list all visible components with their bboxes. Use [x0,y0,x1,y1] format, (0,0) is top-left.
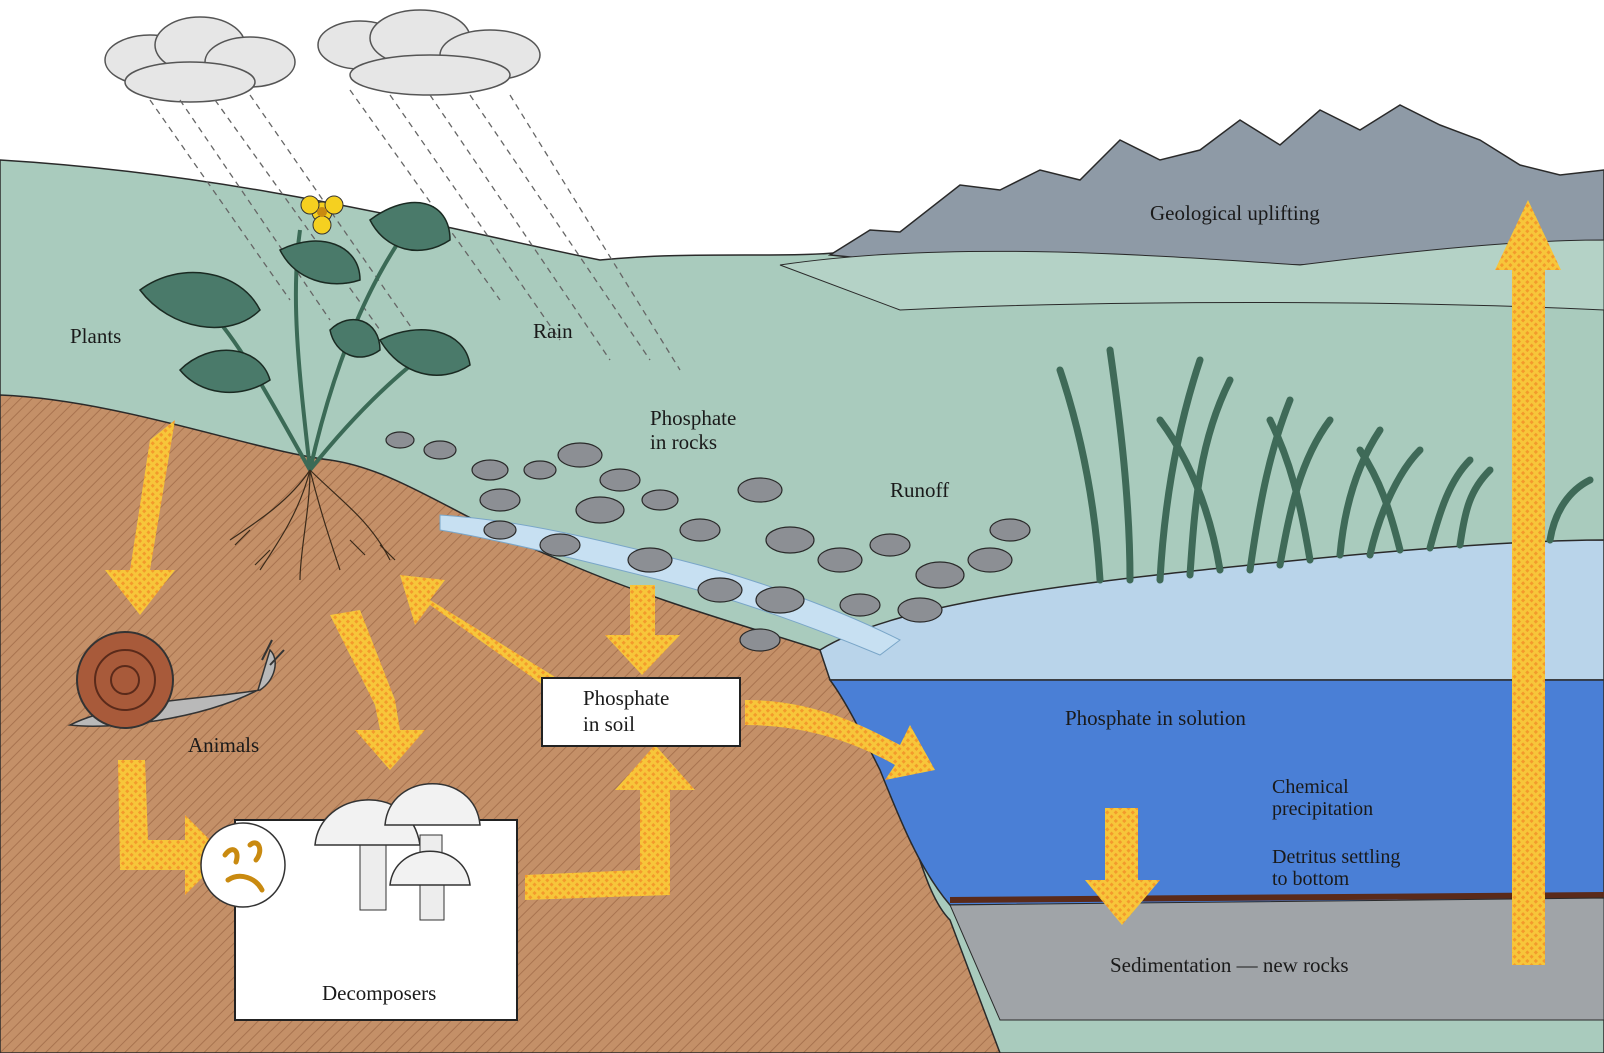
worms-icon [201,823,285,907]
label-phosphate-in-solution: Phosphate in solution [1065,706,1246,730]
cloud-left-icon [105,17,295,102]
label-decomposers: Decomposers [322,981,436,1005]
mountains [830,105,1604,265]
label-rain: Rain [533,319,573,343]
label-sedimentation: Sedimentation — new rocks [1110,953,1349,977]
label-geological-uplifting: Geological uplifting [1150,201,1320,225]
label-runoff: Runoff [890,478,949,502]
cloud-right-icon [318,10,540,95]
label-plants: Plants [70,324,121,348]
label-animals: Animals [188,733,259,757]
